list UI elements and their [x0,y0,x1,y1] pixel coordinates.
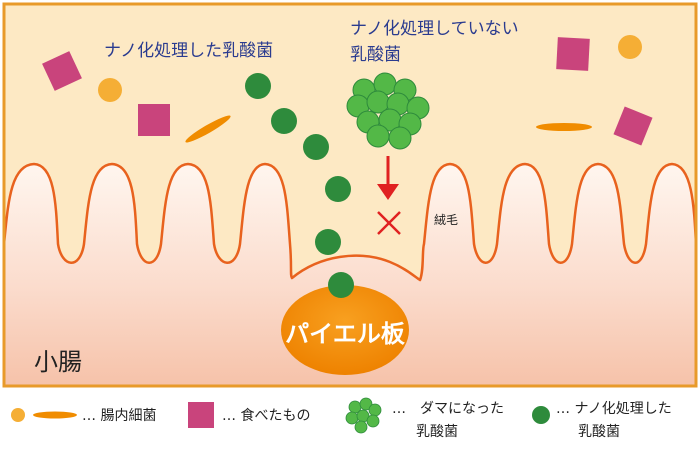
legend-clumped-label-line1: … ダマになった [392,401,504,417]
gut-bacterium-rod [536,123,592,131]
legend-food-icon [188,402,214,428]
gut-bacterium-rod [185,115,231,143]
gut-bacterium [98,78,122,102]
nano-lactic-bacterium [325,176,351,202]
food-particle [42,51,82,91]
legend-clumped-label-line2: 乳酸菌 [416,424,458,440]
nano-lactic-bacterium [328,272,354,298]
non-nano-label-line2: 乳酸菌 [350,45,401,65]
diagram-border [2,2,698,388]
legend-nano-label-line1: … ナノ化処理した [556,401,672,417]
food-particle [556,37,590,71]
nano-lactic-bacterium [303,134,329,160]
legend-gut-bacteria-icon [11,408,25,422]
legend-gut-bacteria-rod-icon [33,411,77,419]
non-nano-label-line1: ナノ化処理していない [350,19,519,39]
nano-lactic-bacterium [315,229,341,255]
nano-label: ナノ化処理した乳酸菌 [104,41,273,61]
food-particle [613,106,653,146]
gut-bacterium [618,35,642,59]
food-particle [138,104,170,136]
legend-nano-label-line2: 乳酸菌 [578,424,620,440]
blocked-arrow-head [377,184,399,200]
peyer-patch [281,285,409,375]
peyer-patch-label: パイエル板 [285,320,406,348]
legend-food-label: … 食べたもの [222,407,310,424]
legend-gut-bacteria-label: … 腸内細菌 [82,408,156,424]
clumped-lactic-bacteria [346,72,430,150]
villus-label: 絨毛 [434,213,458,227]
legend: … 腸内細菌 … 食べたもの … ダマになった 乳酸菌 … ナノ化処理した 乳酸… [11,397,672,440]
small-intestine-label: 小腸 [34,348,82,376]
nano-lactic-bacterium [245,73,271,99]
legend-clumped-icon [345,397,382,434]
legend-nano-icon [532,406,550,424]
blocked-x-mark [377,211,401,235]
nano-lactic-bacterium [271,108,297,134]
intestinal-wall [2,162,698,388]
